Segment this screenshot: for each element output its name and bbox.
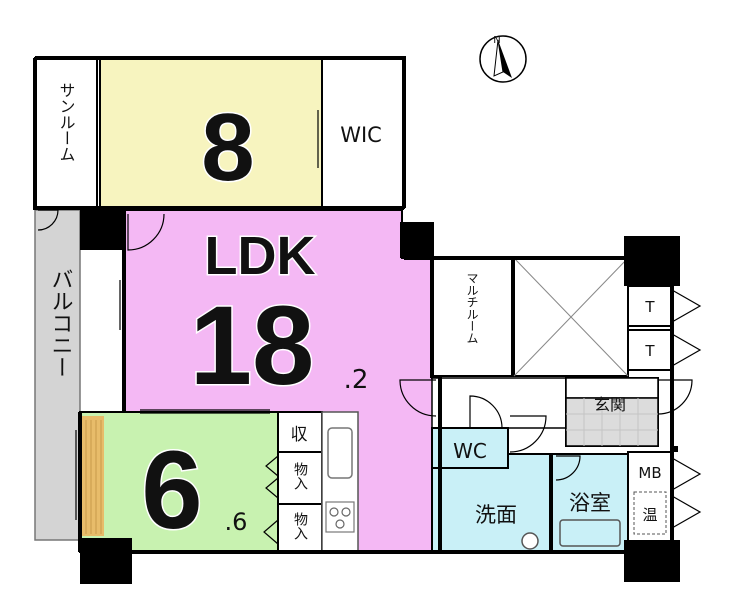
storage-1-label: 物入 <box>292 462 308 490</box>
ldk-size-main: 18 <box>190 283 315 408</box>
wc-label: WC <box>453 439 487 463</box>
compass-n-label: N <box>493 35 500 46</box>
bedroom-top-area <box>99 57 323 209</box>
heater-label: 温 <box>642 506 657 524</box>
kitchen-sink <box>327 427 353 479</box>
wc-area-inner <box>431 427 509 469</box>
pillar <box>80 208 124 250</box>
bathroom-label: 浴室 <box>569 491 611 515</box>
door-swings <box>37 209 702 545</box>
heater-box <box>633 491 667 535</box>
washbasin <box>521 532 539 550</box>
wic-label: WIC <box>340 123 382 147</box>
pillar <box>400 222 434 258</box>
storage-shu-area <box>277 411 323 453</box>
bathtub <box>559 519 621 547</box>
balcony-area <box>34 209 81 541</box>
pillar <box>624 540 680 582</box>
cooktop <box>325 501 355 533</box>
entrance-label: 玄関 <box>594 395 626 414</box>
balcony-label: バルコニー <box>48 268 73 378</box>
storage-2-label: 物入 <box>292 512 308 540</box>
sunroom-label: サンルーム <box>57 82 76 162</box>
storage-2-area <box>277 503 323 553</box>
bedroom-bottom-size-main: 6 <box>141 429 202 552</box>
toilet-cupboard-2-label: T <box>644 342 655 360</box>
storage-shu-label: 収 <box>291 425 308 445</box>
washroom-label: 洗面 <box>475 503 517 527</box>
multi-room-label: マルチルーム <box>465 272 479 344</box>
entrance-tile <box>565 397 659 447</box>
bedroom-top-size: 8 <box>201 94 254 201</box>
ldk-size-decimal: .2 <box>344 365 369 395</box>
toilet-cupboard-2 <box>627 329 673 371</box>
pillar <box>624 236 680 286</box>
bedroom-bottom-size-decimal: .6 <box>225 508 248 536</box>
toilet-cupboard-1-label: T <box>644 298 655 316</box>
multi-room-area <box>431 257 513 377</box>
ldk-label: LDK <box>205 226 316 286</box>
pillar <box>670 446 678 452</box>
wood-strip <box>82 416 104 536</box>
hallway-area <box>431 377 567 429</box>
mb-label: MB <box>638 464 661 482</box>
compass-icon: N <box>479 35 527 83</box>
pillar <box>80 538 132 584</box>
sunroom-area <box>34 57 98 209</box>
toilet-cupboard-1 <box>627 285 673 327</box>
